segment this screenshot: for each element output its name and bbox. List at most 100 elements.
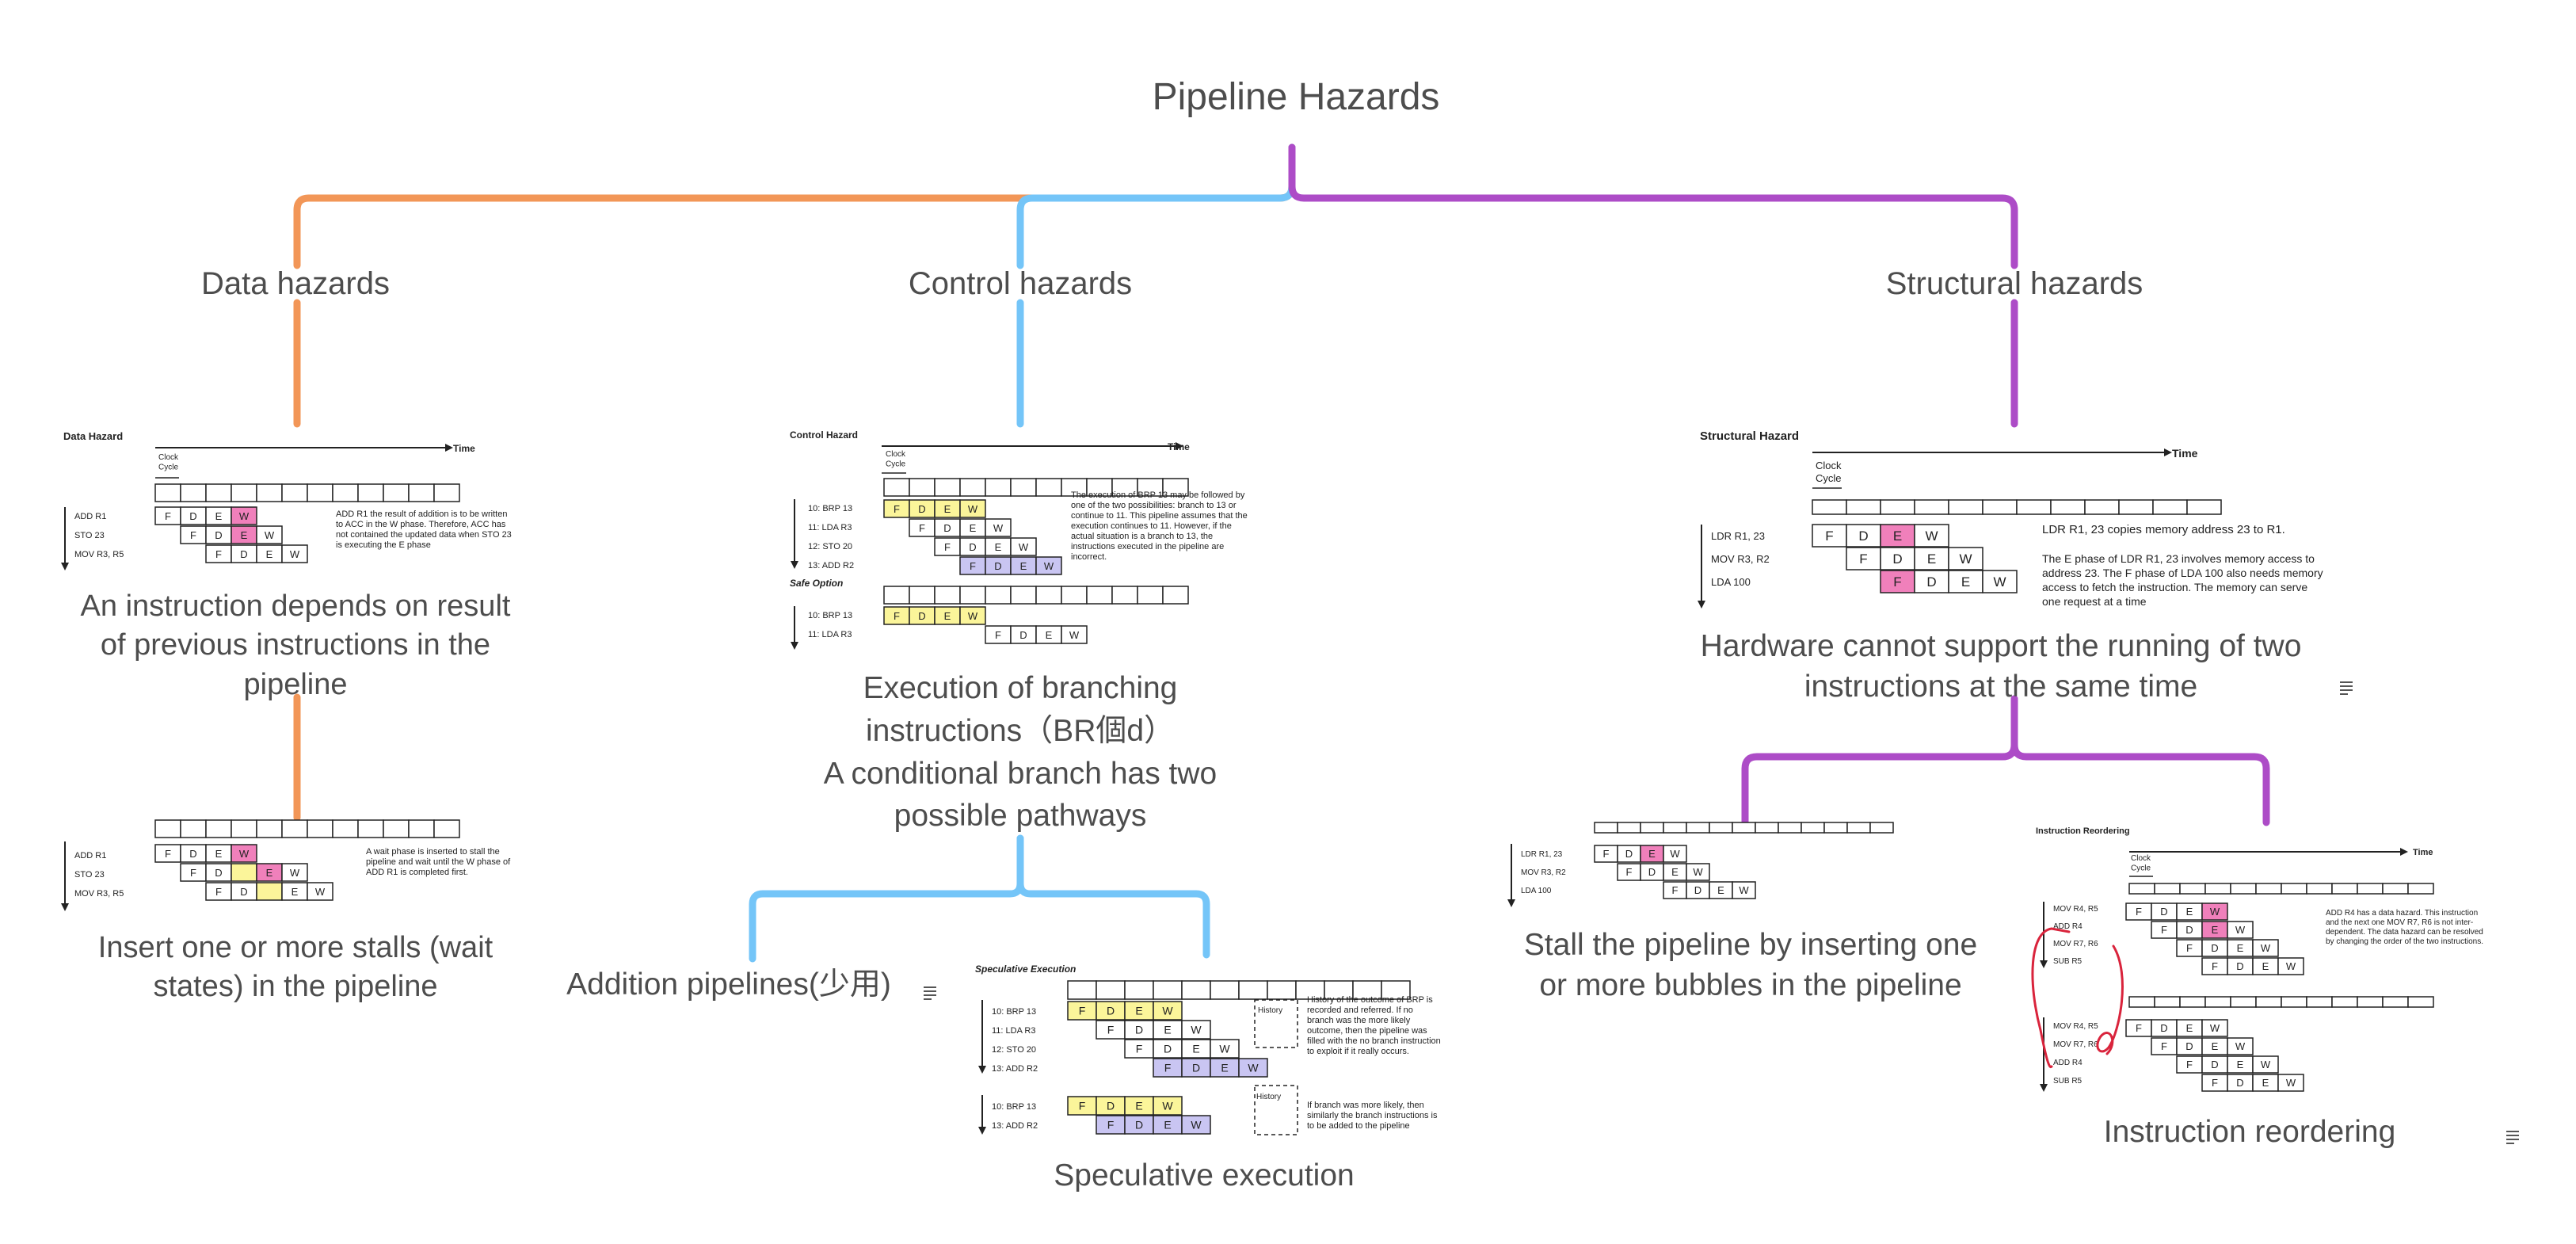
history-box [1254,999,1298,1048]
stage-letter: E [1717,884,1724,896]
data-node2-text[interactable]: Insert one or more stalls (wait states) … [97,931,493,1004]
instruction-label: MOV R3, R5 [74,550,124,559]
root-title[interactable]: Pipeline Hazards [1152,76,1440,118]
stage-letter: D [2211,942,2218,954]
stage-letter: E [1893,529,1902,544]
cycle-box [154,819,181,838]
stage-letter: D [189,510,196,522]
cycle-box [1869,822,1894,834]
arrow-head [61,563,69,570]
stage-letter: D [943,522,951,534]
cycle-box [2118,499,2154,515]
cycle-box [1709,822,1733,834]
stage-letter: E [2186,906,2193,918]
stage-letter: D [918,610,925,622]
stage-letter: W [2286,960,2296,972]
stage-cell [281,544,308,563]
stage-letter: D [2185,1040,2193,1052]
stage-cell [1153,1001,1183,1021]
figure-title: Structural Hazard [1700,429,1799,443]
cycle-box [2204,883,2231,895]
stage-letter: F [190,867,196,879]
stage-letter: D [2185,924,2193,936]
cycle-box [2382,996,2409,1008]
stage-letter: D [1019,629,1027,641]
stage-cell [231,844,257,863]
branch-label-data[interactable]: Data hazards [201,266,390,301]
structural-node1-text[interactable]: Hardware cannot support the running of t… [1700,629,2302,704]
instruction-label: SUB R5 [2053,957,2083,966]
stage-letter: F [1672,884,1679,896]
stage-letter: D [994,560,1001,572]
instruction-label: STO 23 [74,870,105,880]
cycle-box [256,819,283,838]
cycle-box [2128,996,2155,1008]
stage-cell [1846,547,1881,570]
instruction-label: MOV R7, R6 [2053,940,2098,948]
structural-sub2-label[interactable]: Instruction reordering [2103,1115,2396,1149]
control-node1-text[interactable]: Execution of branching instructions（BR個d… [823,671,1218,834]
stage-letter: D [1107,1100,1115,1112]
figure-note: The E phase of LDR R1, 23 involves memor… [2042,552,2323,608]
control-sub2-label[interactable]: Speculative execution [1054,1158,1355,1192]
stage-letter: E [2237,942,2244,954]
cycle-box [2255,996,2282,1008]
instruction-label: MOV R3, R2 [1521,868,1566,877]
instruction-label: 11: LDA R3 [808,630,852,639]
stage-letter: F [2186,942,2193,954]
cycle-box [256,483,283,502]
branch-label-control[interactable]: Control hazards [908,266,1133,301]
cycle-box [1086,586,1113,605]
cycle-box [2050,499,2086,515]
stage-letter: F [1603,848,1610,860]
stage-cell [1914,547,1949,570]
cycle-box [205,483,232,502]
cycle-box [357,483,384,502]
stage-letter: E [292,886,299,898]
stage-letter: F [1893,574,1901,590]
stage-letter: E [944,610,951,622]
figure-note: The execution of BRP 13 may be followed … [1071,490,1248,562]
stage-cell [1181,1020,1211,1040]
history-box [1254,1085,1298,1135]
cycle-box [307,819,333,838]
cycle-box [205,819,232,838]
stage-cell [1210,1039,1240,1059]
stage-letter: D [1648,866,1656,878]
cycle-box [1267,980,1297,1000]
stage-cell [231,506,257,525]
control-sub1-label[interactable]: Addition pipelines(少用) [566,967,891,1002]
branch-label-structural[interactable]: Structural hazards [1885,266,2143,301]
stage-letter: D [1625,848,1633,860]
instruction-label: ADD R1 [74,851,106,860]
cycle-box [332,483,359,502]
cycle-box [1162,478,1189,497]
stage-cell [1948,547,1983,570]
cycle-box [2154,996,2181,1008]
instruction-label: ADD R4 [2053,1059,2083,1067]
stage-letter: F [2186,1059,2193,1070]
arrow-head [2040,1084,2048,1092]
structural-sub1-label[interactable]: Stall the pipeline by inserting one or m… [1523,928,1978,1002]
stage-letter: F [894,503,900,515]
cycle-box [2179,883,2206,895]
stage-letter: W [2210,1022,2220,1034]
stage-cell [1812,524,1847,548]
stage-letter: D [189,848,196,860]
stage-letter: D [2211,1059,2218,1070]
stage-letter: W [1069,629,1080,641]
cycle-box [1982,499,2018,515]
arrow-head [2400,848,2408,856]
stage-letter: D [215,529,222,541]
stage-letter: W [2261,942,2271,954]
instruction-label: MOV R4, R5 [2053,905,2098,914]
data-node1-text[interactable]: An instruction depends on result of prev… [80,590,511,701]
stage-letter: F [165,510,171,522]
cycle-box [1067,980,1097,1000]
arrow-head [978,1066,986,1074]
stage-letter: E [970,522,977,534]
cycle-box [2204,996,2231,1008]
cycle-box [281,819,308,838]
